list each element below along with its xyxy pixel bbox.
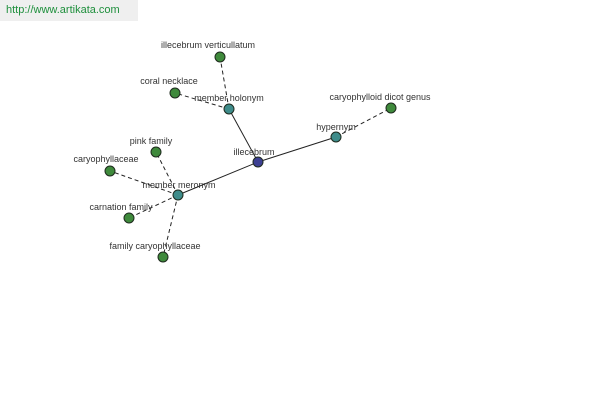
node-label-caryophyllaceae[interactable]: caryophyllaceae — [73, 154, 138, 164]
node-caryophyllaceae[interactable] — [104, 165, 116, 177]
edge-member-holonym-to-illecebrum-verticullatum — [219, 56, 230, 110]
node-label-coral-necklace[interactable]: coral necklace — [140, 76, 198, 86]
node-label-illecebrum-verticullatum[interactable]: illecebrum verticullatum — [161, 40, 255, 50]
edge-member-holonym-to-coral-necklace — [174, 92, 230, 110]
node-illecebrum[interactable] — [252, 156, 264, 168]
node-hypernym[interactable] — [330, 131, 342, 143]
node-label-family-caryophyllaceae[interactable]: family caryophyllaceae — [109, 241, 200, 251]
node-coral-necklace[interactable] — [169, 87, 181, 99]
node-label-pink-family[interactable]: pink family — [130, 136, 173, 146]
edge-illecebrum-to-member-holonym — [228, 108, 259, 163]
edge-member-meronym-to-carnation-family — [128, 194, 179, 219]
edge-member-meronym-to-family-caryophyllaceae — [162, 194, 179, 258]
graph-labels: illecebrum member holonym hypernym member m… — [73, 40, 431, 251]
node-member-meronym[interactable] — [172, 189, 184, 201]
node-label-hypernym[interactable]: hypernym — [316, 122, 356, 132]
node-label-illecebrum[interactable]: illecebrum — [233, 147, 274, 157]
node-label-member-meronym[interactable]: member meronym — [142, 180, 215, 190]
edge-hypernym-to-caryophylloid-dicot-genus — [335, 107, 392, 138]
node-pink-family[interactable] — [150, 146, 162, 158]
graph-edges — [109, 56, 392, 258]
node-label-carnation-family[interactable]: carnation family — [89, 202, 153, 212]
source-url-banner[interactable]: http://www.artikata.com — [0, 0, 138, 21]
node-illecebrum-verticullatum[interactable] — [214, 51, 226, 63]
node-caryophylloid-dicot-genus[interactable] — [385, 102, 397, 114]
node-label-caryophylloid-dicot-genus[interactable]: caryophylloid dicot genus — [329, 92, 431, 102]
node-label-member-holonym[interactable]: member holonym — [194, 93, 264, 103]
edge-illecebrum-to-member-meronym — [177, 161, 259, 196]
edge-illecebrum-to-hypernym — [257, 136, 337, 163]
node-family-caryophyllaceae[interactable] — [157, 251, 169, 263]
edge-member-meronym-to-pink-family — [155, 151, 179, 196]
node-carnation-family[interactable] — [123, 212, 135, 224]
node-member-holonym[interactable] — [223, 103, 235, 115]
edge-member-meronym-to-caryophyllaceae — [109, 170, 179, 196]
graph-nodes — [104, 51, 397, 263]
